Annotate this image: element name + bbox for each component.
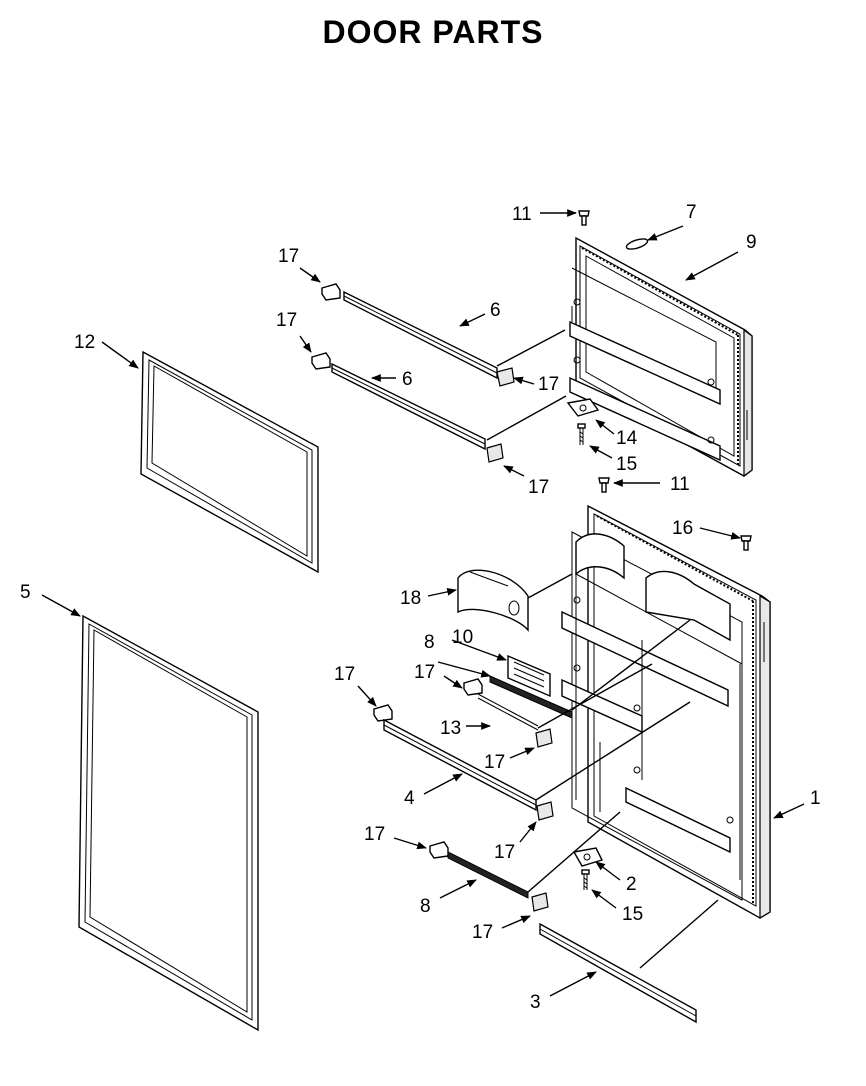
label-part-17-f: 17: [334, 664, 355, 685]
label-part-2: 2: [626, 874, 637, 895]
label-part-16: 16: [672, 518, 693, 539]
label-part-11-lower: 11: [670, 474, 690, 495]
label-part-17-i: 17: [494, 842, 515, 863]
label-part-17-g: 17: [484, 752, 505, 773]
hinge-pin-lower: [598, 477, 610, 493]
freezer-trim-upper: [343, 290, 498, 380]
label-part-15-lower: 15: [622, 904, 643, 925]
label-part-15-top: 15: [616, 454, 637, 475]
label-part-7: 7: [686, 202, 697, 223]
shelf-bracket: [507, 654, 551, 698]
page-title: DOOR PARTS: [322, 14, 544, 50]
freezer-door-assembly: [569, 236, 753, 478]
label-part-5: 5: [20, 582, 31, 603]
label-part-17-c: 17: [538, 374, 559, 395]
freezer-door-gasket: [140, 350, 319, 574]
label-part-17-a: 17: [278, 246, 299, 267]
door-trim-lower: [447, 851, 529, 899]
label-part-17-j: 17: [472, 922, 493, 943]
label-part-12: 12: [74, 332, 95, 353]
label-part-1: 1: [810, 788, 821, 809]
fresh-food-trim: [383, 718, 537, 812]
label-part-6-upper: 6: [490, 300, 501, 321]
hinge-screw-lower: [581, 869, 590, 890]
label-part-17-b: 17: [276, 310, 297, 331]
label-part-14: 14: [616, 428, 638, 449]
door-hinge-ring: [625, 238, 649, 250]
label-part-8-lower: 8: [420, 896, 431, 917]
assembly-lines: [486, 329, 719, 969]
label-part-4: 4: [404, 788, 415, 809]
fresh-food-door-gasket: [78, 614, 259, 1032]
label-part-17-h: 17: [364, 824, 385, 845]
bottom-hinge: [572, 847, 603, 867]
label-part-9: 9: [746, 232, 757, 253]
label-part-8-upper: 8: [424, 632, 435, 653]
door-trim-upper: [489, 675, 573, 719]
label-part-10: 10: [452, 627, 473, 648]
freezer-trim-lower: [331, 362, 486, 451]
door-bottom-trim: [539, 922, 697, 1024]
shelf-rod: [477, 693, 539, 731]
center-hinge: [566, 398, 600, 417]
dairy-compartment-door: [457, 569, 529, 632]
leader-arrows: [41, 209, 805, 997]
label-part-11-top: 11: [512, 204, 532, 225]
label-part-18: 18: [400, 588, 421, 609]
label-part-6-lower: 6: [402, 369, 413, 390]
label-part-13: 13: [440, 718, 461, 739]
label-part-17-e: 17: [414, 662, 435, 683]
label-part-17-d: 17: [528, 477, 549, 498]
fresh-food-door-assembly: [561, 504, 771, 920]
door-screw: [740, 535, 752, 551]
label-part-3: 3: [530, 992, 541, 1013]
hinge-pin-top: [578, 210, 590, 226]
hinge-screw-upper: [577, 423, 586, 445]
part-number-labels: 11 7 9 17 17 6 12 17 6 14 15 17 11 16 5 …: [20, 202, 821, 1013]
